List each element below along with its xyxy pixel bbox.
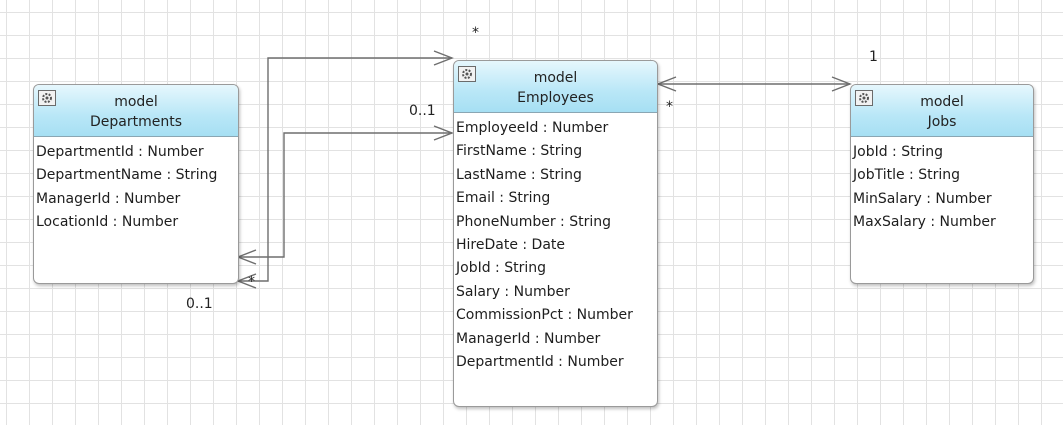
entity-employees[interactable]: model Employees EmployeeId : Number Firs… bbox=[453, 60, 658, 407]
gear-icon bbox=[855, 90, 873, 106]
arrowhead-employees-mid bbox=[433, 125, 454, 141]
attribute-row[interactable]: DepartmentName : String bbox=[36, 167, 218, 184]
attribute-row[interactable]: EmployeeId : Number bbox=[456, 120, 609, 136]
connector-departments-employees-top bbox=[267, 57, 452, 257]
attribute-row[interactable]: ManagerId : Number bbox=[456, 330, 601, 347]
connector-departments-lower bbox=[238, 257, 269, 282]
arrowhead-jobs-side bbox=[831, 76, 852, 92]
attribute-row[interactable]: LocationId : Number bbox=[36, 214, 179, 231]
entity-header: model Departments bbox=[34, 85, 238, 137]
attribute-row[interactable]: ManagerId : Number bbox=[36, 190, 181, 207]
arrowhead-employees-side bbox=[656, 76, 677, 92]
attribute-row[interactable]: CommissionPct : Number bbox=[456, 307, 633, 324]
attribute-row[interactable]: JobId : String bbox=[853, 144, 943, 160]
entity-jobs[interactable]: model Jobs JobId : String JobTitle : Str… bbox=[850, 84, 1034, 284]
arrowhead-employees-top bbox=[433, 50, 454, 66]
attribute-row[interactable]: LastName : String bbox=[456, 166, 582, 183]
multiplicity-employees-departments: 0..1 bbox=[409, 103, 436, 119]
attribute-row[interactable]: DepartmentId : Number bbox=[36, 144, 204, 160]
entity-departments[interactable]: model Departments DepartmentId : Number … bbox=[33, 84, 239, 284]
connector-departments-employees-mid bbox=[238, 132, 452, 258]
gear-icon bbox=[38, 90, 56, 106]
entity-name: Employees bbox=[517, 90, 594, 106]
attribute-row[interactable]: DepartmentId : Number bbox=[456, 354, 624, 371]
entity-stereotype: model bbox=[114, 94, 158, 110]
multiplicity-departments-star: * bbox=[248, 274, 255, 290]
attribute-row[interactable]: JobTitle : String bbox=[853, 167, 960, 184]
multiplicity-employees-jobs: * bbox=[666, 99, 673, 115]
attribute-row[interactable]: Salary : Number bbox=[456, 283, 570, 300]
attribute-row[interactable]: PhoneNumber : String bbox=[456, 213, 612, 230]
gear-icon bbox=[458, 66, 476, 82]
multiplicity-employees-top: * bbox=[472, 25, 479, 41]
entity-name: Jobs bbox=[927, 114, 957, 130]
entity-header: model Employees bbox=[454, 61, 657, 113]
multiplicity-departments: 0..1 bbox=[186, 296, 213, 312]
attribute-row[interactable]: JobId : String bbox=[456, 260, 546, 277]
attribute-list: EmployeeId : Number FirstName : String L… bbox=[454, 113, 657, 374]
multiplicity-jobs: 1 bbox=[869, 49, 878, 65]
attribute-row[interactable]: MaxSalary : Number bbox=[853, 214, 996, 231]
attribute-list: JobId : String JobTitle : String MinSala… bbox=[851, 137, 1033, 235]
entity-stereotype: model bbox=[533, 70, 578, 86]
entity-header: model Jobs bbox=[851, 85, 1033, 137]
entity-stereotype: model bbox=[920, 94, 964, 110]
attribute-row[interactable]: HireDate : Date bbox=[456, 237, 566, 254]
entity-name: Departments bbox=[89, 114, 182, 130]
attribute-row[interactable]: MinSalary : Number bbox=[853, 190, 992, 207]
attribute-list: DepartmentId : Number DepartmentName : S… bbox=[34, 137, 238, 235]
attribute-row[interactable]: FirstName : String bbox=[456, 143, 583, 160]
attribute-row[interactable]: Email : String bbox=[456, 190, 551, 207]
